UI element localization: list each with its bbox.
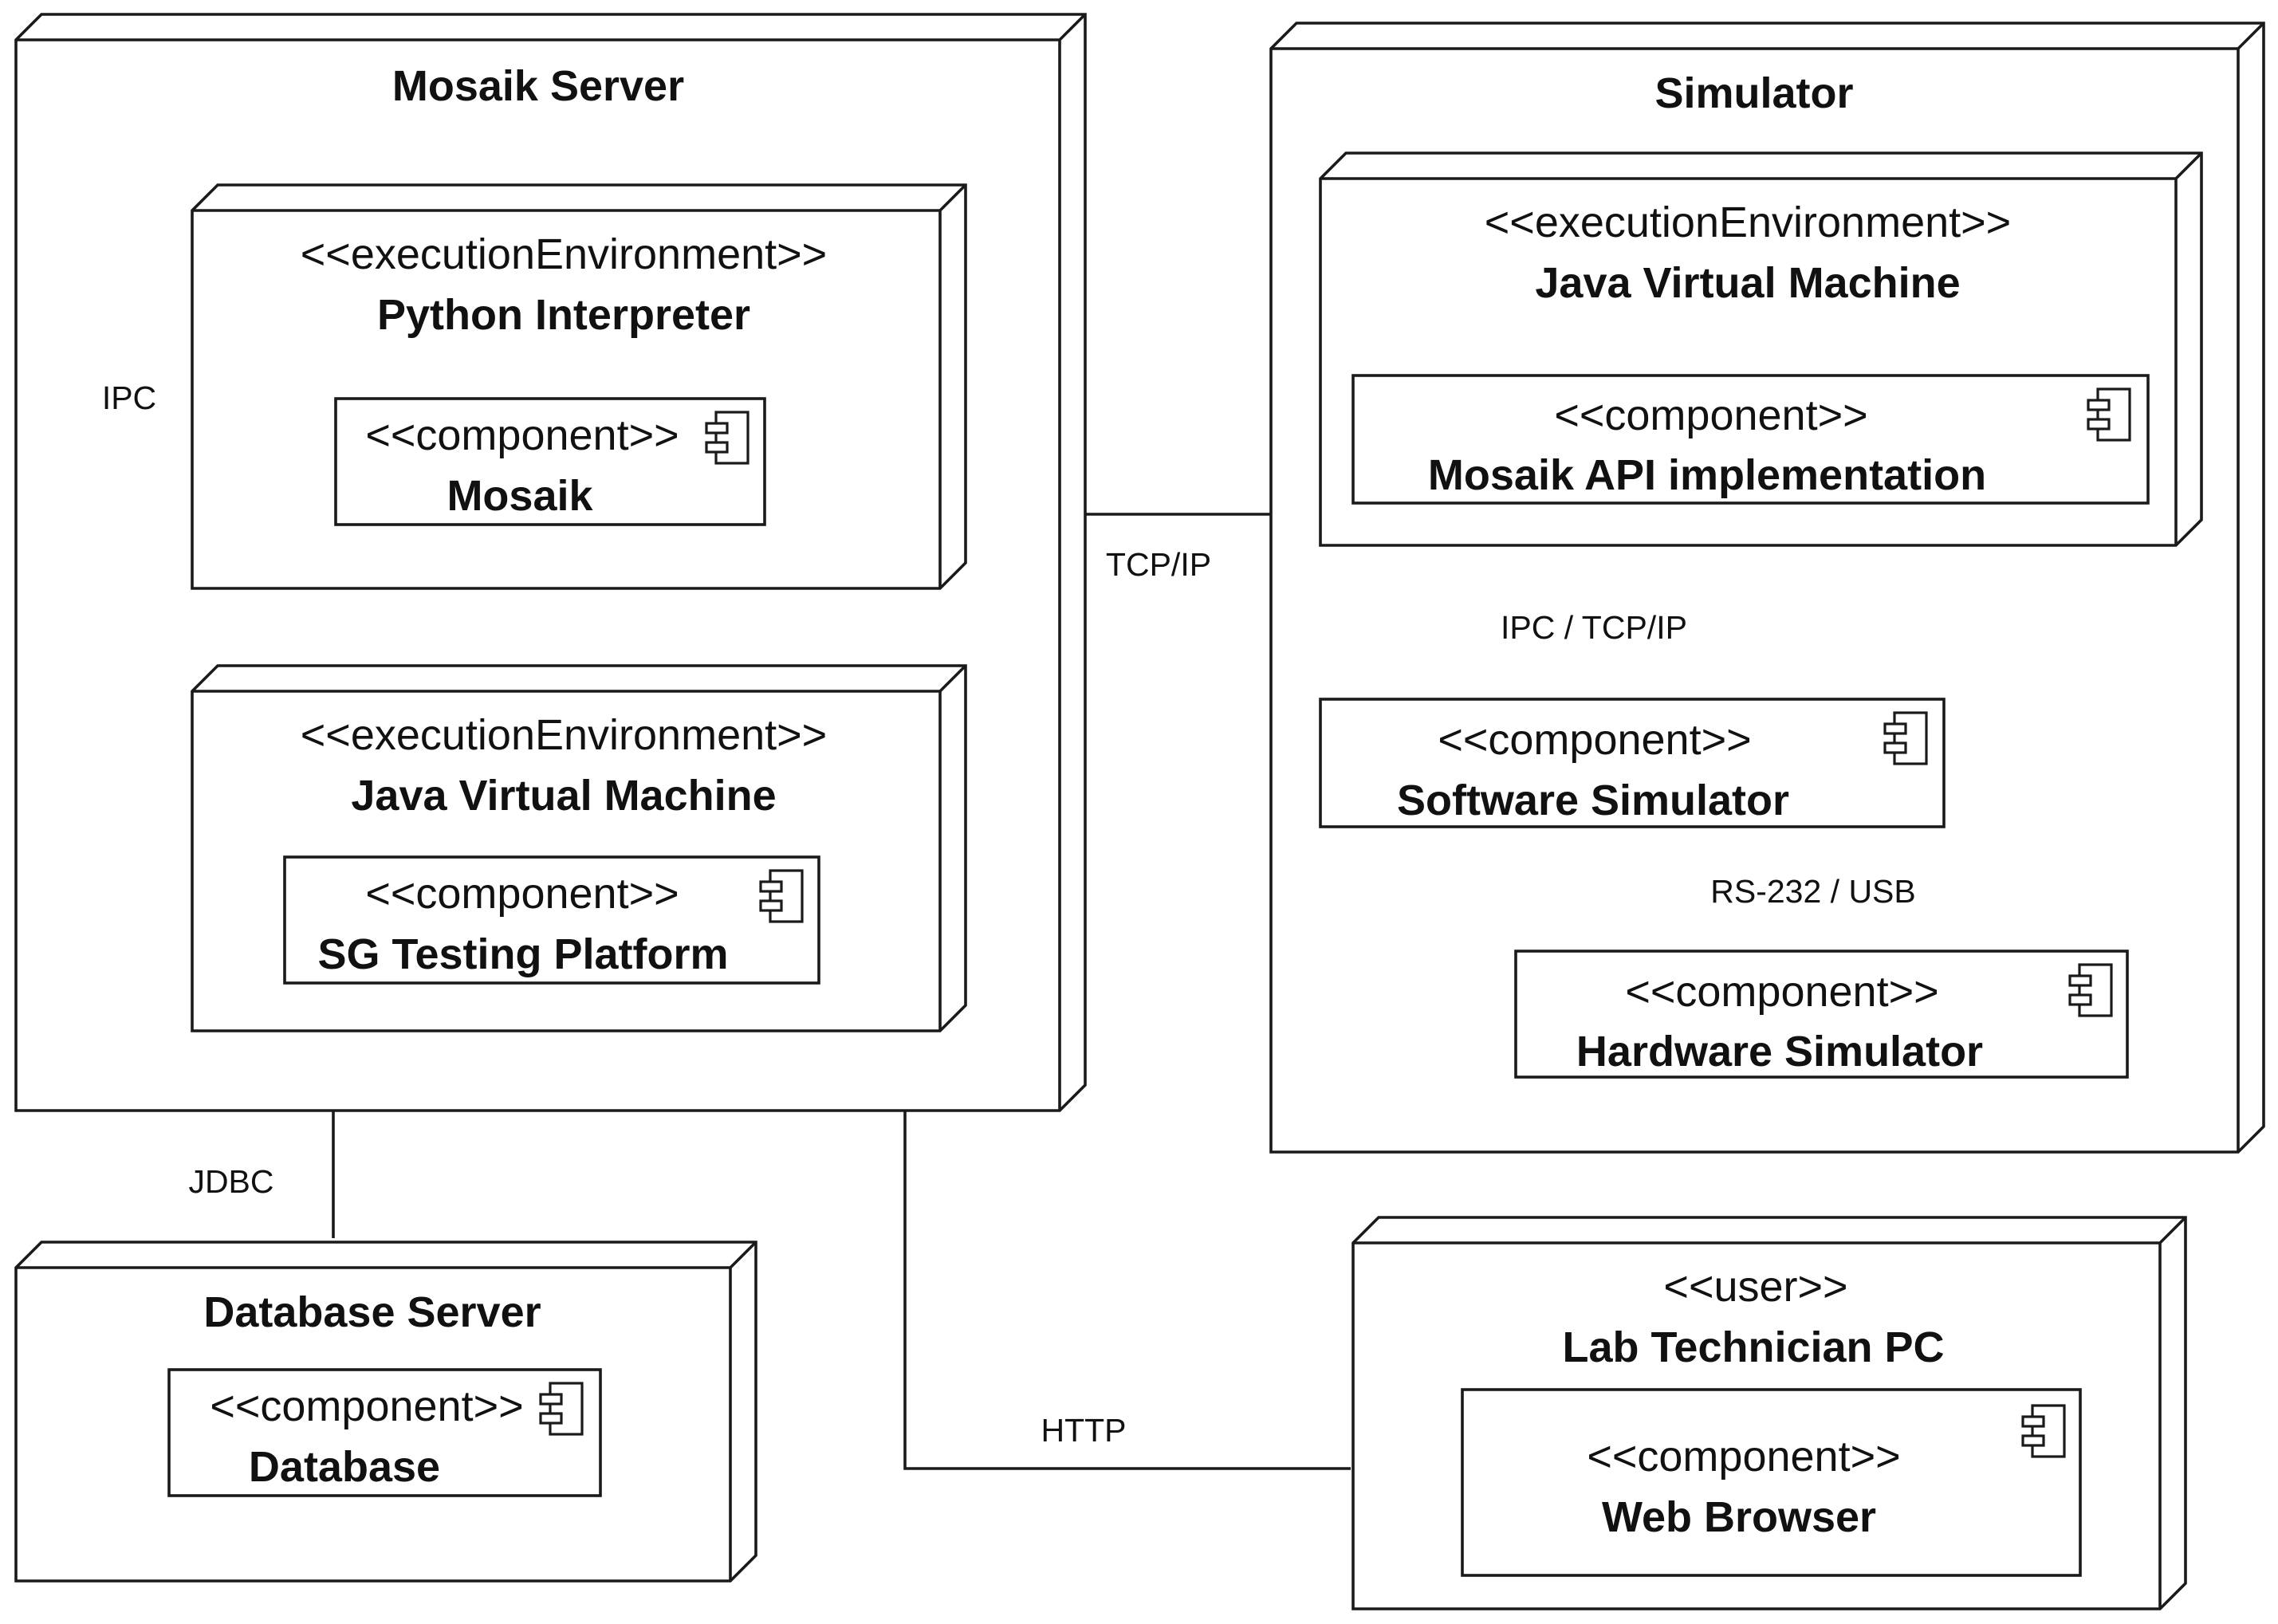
rs232-usb-label: RS-232 / USB <box>1710 873 1916 910</box>
ipc-label: IPC <box>102 379 156 416</box>
jvm-server-stereotype: <<executionEnvironment>> <box>301 711 827 759</box>
sw-sim-comp-stereotype: <<component>> <box>1438 716 1751 764</box>
db-comp-name: Database <box>249 1443 440 1491</box>
python-env-stereotype: <<executionEnvironment>> <box>301 230 827 278</box>
db-comp-stereotype: <<component>> <box>210 1382 523 1430</box>
tcpip-label: TCP/IP <box>1106 546 1211 583</box>
mosaik-api-implementation-component: <<component>> Mosaik API implementation <box>1351 374 2150 505</box>
connection-labels: IPC TCP/IP IPC / TCP/IP RS-232 / USB JDB… <box>102 379 1916 1449</box>
hardware-simulator-component: <<component>> Hardware Simulator <box>1514 950 2129 1079</box>
sg-comp-stereotype: <<component>> <box>365 870 679 918</box>
lab-pc-stereotype: <<user>> <box>1663 1263 1847 1311</box>
sg-testing-platform-component: <<component>> SG Testing Platform <box>283 855 820 985</box>
python-env-name: Python Interpreter <box>377 291 750 339</box>
database-server-title: Database Server <box>203 1288 541 1336</box>
simulator-title: Simulator <box>1654 69 1853 117</box>
component-icon <box>2021 1404 2066 1458</box>
component-icon <box>2087 387 2131 442</box>
software-simulator-component: <<component>> Software Simulator <box>1319 698 1946 828</box>
jvm-sim-name: Java Virtual Machine <box>1535 259 1960 307</box>
sw-sim-comp-name: Software Simulator <box>1397 777 1789 824</box>
sg-comp-name: SG Testing Platform <box>317 930 728 978</box>
database-component: <<component>> Database <box>167 1368 602 1497</box>
jdbc-label: JDBC <box>188 1163 273 1200</box>
api-comp-stereotype: <<component>> <box>1554 391 1867 439</box>
mosaik-comp-name: Mosaik <box>447 472 593 520</box>
component-icon <box>759 869 804 923</box>
mosaik-server-title: Mosaik Server <box>392 62 684 110</box>
lab-pc-title: Lab Technician PC <box>1562 1323 1944 1371</box>
jvm-server-name: Java Virtual Machine <box>351 772 776 820</box>
browser-comp-name: Web Browser <box>1602 1493 1876 1541</box>
component-icon <box>539 1382 584 1436</box>
jvm-sim-stereotype: <<executionEnvironment>> <box>1485 199 2011 246</box>
web-browser-component: <<component>> Web Browser <box>1461 1388 2082 1577</box>
python-interpreter-node: <<executionEnvironment>> Python Interpre… <box>191 183 967 590</box>
component-icon <box>2068 963 2113 1017</box>
mosaik-comp-stereotype: <<component>> <box>365 411 679 459</box>
mosaik-component: <<component>> Mosaik <box>334 397 766 526</box>
api-comp-name: Mosaik API implementation <box>1428 451 1986 499</box>
browser-comp-stereotype: <<component>> <box>1587 1433 1900 1480</box>
component-icon <box>1883 711 1928 765</box>
hw-sim-comp-stereotype: <<component>> <box>1625 968 1938 1016</box>
component-icon <box>705 411 749 465</box>
hw-sim-comp-name: Hardware Simulator <box>1576 1028 1983 1075</box>
http-label: HTTP <box>1041 1412 1126 1449</box>
http-connector-line <box>903 1111 1351 1470</box>
ipc-tcpip-label: IPC / TCP/IP <box>1501 609 1687 646</box>
